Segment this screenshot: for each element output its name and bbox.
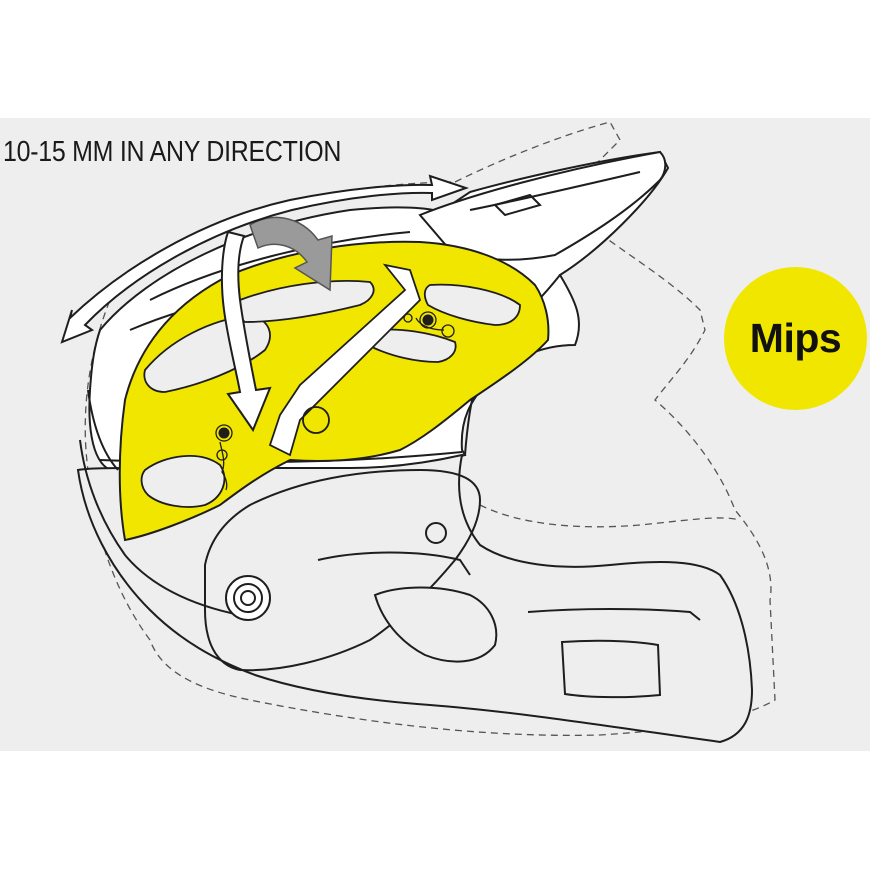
anchor-left (215, 424, 233, 491)
direction-caption: 10-15 MM IN ANY DIRECTION (3, 136, 342, 168)
mips-badge-label: Mips (749, 315, 842, 361)
anchor-right (403, 311, 455, 338)
down-arrow (220, 230, 272, 433)
double-arrow (60, 174, 470, 344)
rotation-arrow (249, 216, 333, 292)
mips-badge: Mips (724, 267, 867, 410)
